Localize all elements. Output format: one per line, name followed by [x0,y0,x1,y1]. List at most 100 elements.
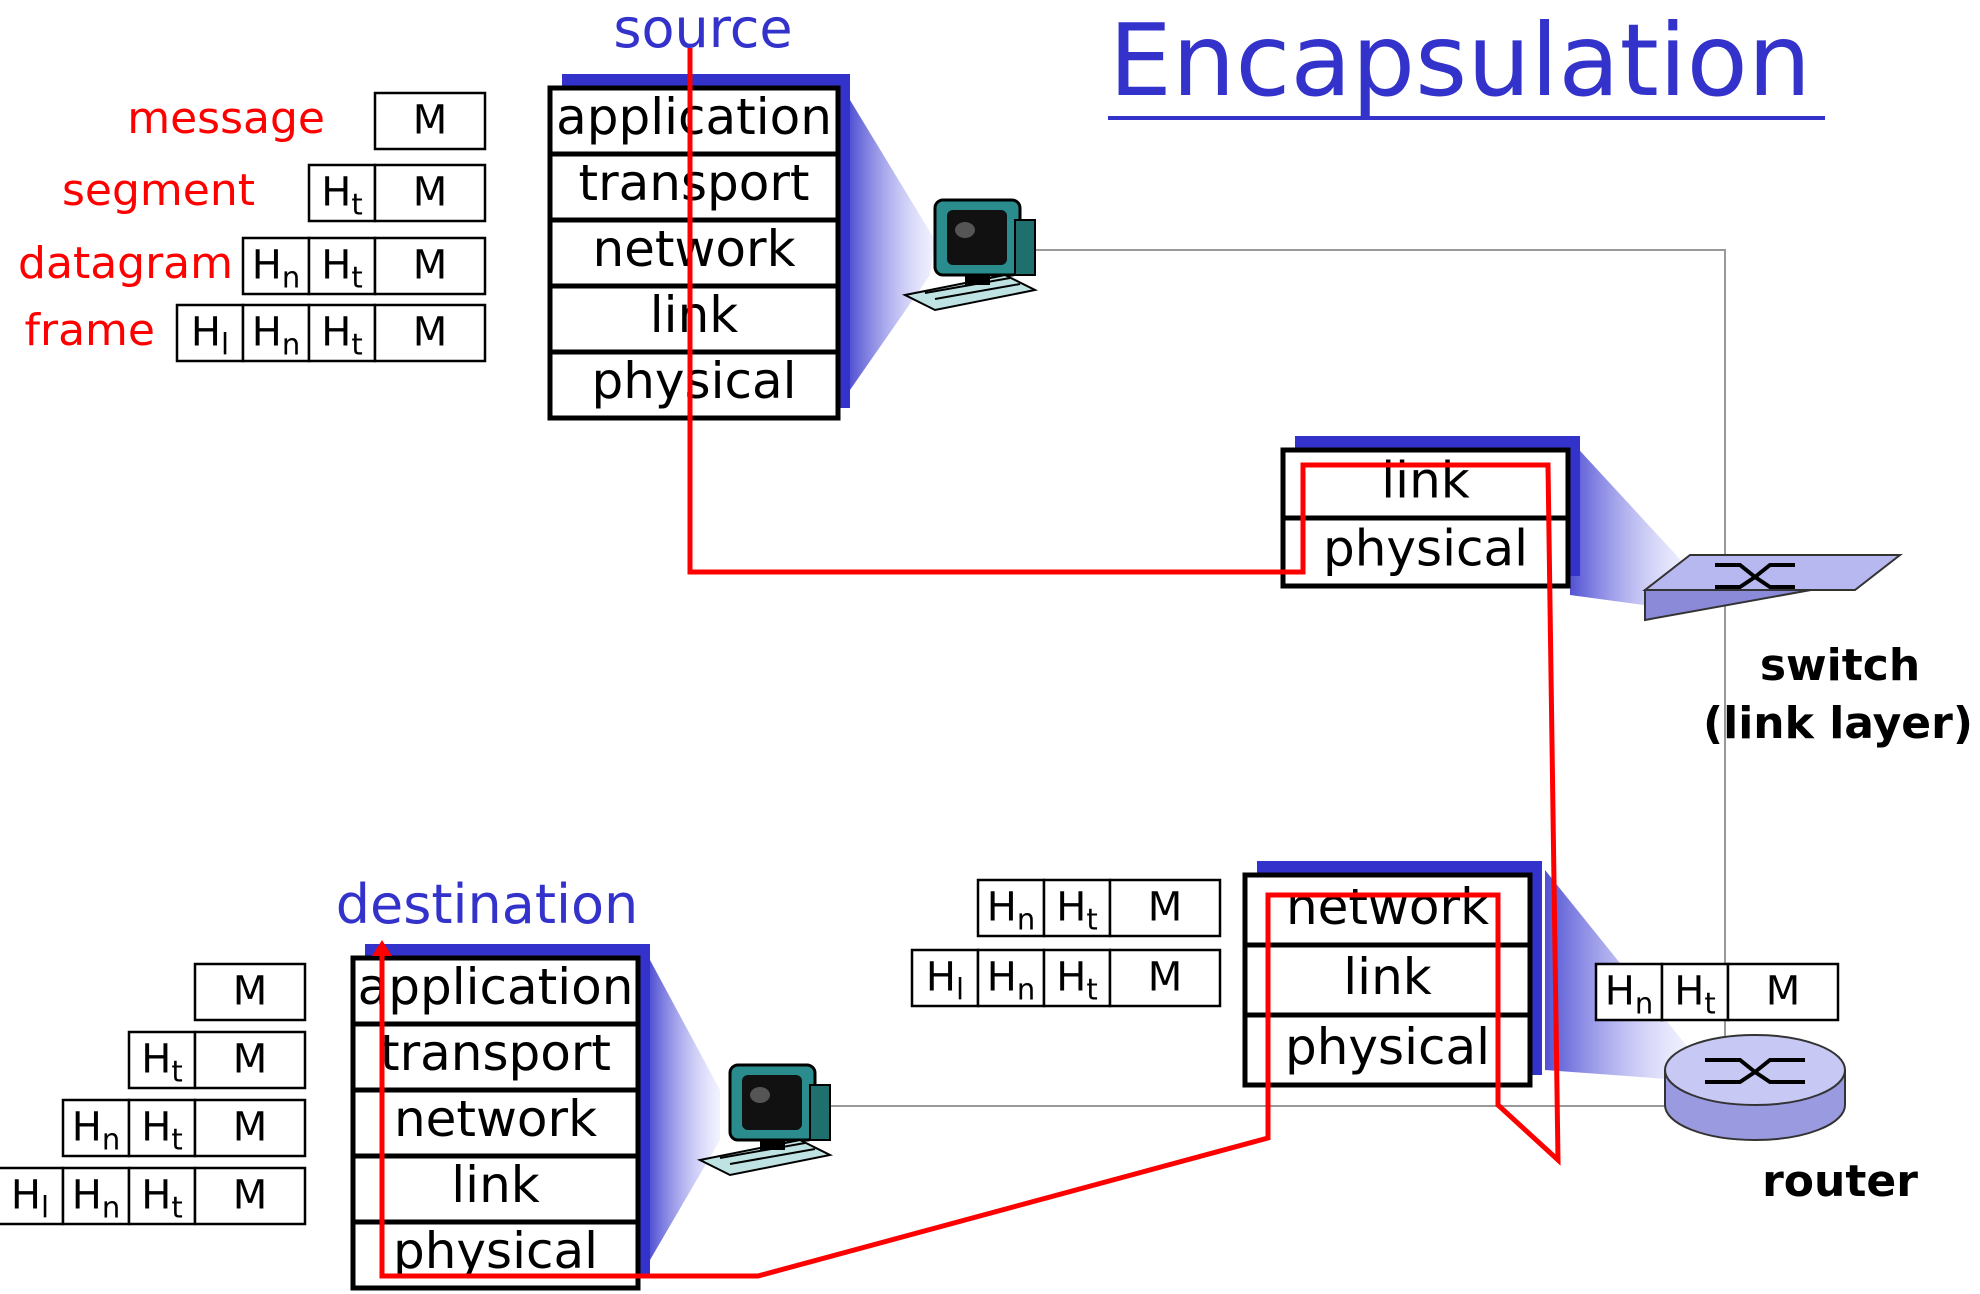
packet-field-label: M [233,1104,268,1150]
packet-field-header [910,948,980,1008]
router-icon [1664,1034,1846,1141]
source-stack-layer-transport [547,151,841,223]
pdu-label-message: message [127,93,325,144]
switch-sublabel: (link layer) [1703,698,1973,749]
packet-field-header [241,303,311,363]
router-stack-layer-link [1242,942,1533,1018]
packet-field-label: M [413,242,448,288]
destination-stack-layer-application [350,955,641,1027]
source-label: source [613,0,792,60]
pdu-label-frame: frame [25,305,155,356]
packet-field-label: M [1148,954,1183,1000]
packet-field-label: M [1766,968,1801,1014]
packet-field-header [1042,878,1112,938]
switch-icon [1642,553,1903,622]
router-label: router [1762,1156,1918,1207]
destination-host-icon [696,1063,834,1177]
packet-field-message [373,303,487,363]
packet-field-message [193,1166,307,1226]
pdu-legend-message: M [373,91,487,151]
packet-field-label: M [233,968,268,1014]
packet-field-message [373,163,487,223]
packet-field-label: Hn [72,1104,120,1156]
packet-field-label: M [233,1036,268,1082]
destination-stack-layer-label: network [394,1090,597,1148]
packet-field-message [1108,878,1222,938]
destination-cone [650,960,720,1260]
destination-stack-layer-link [350,1153,641,1225]
switch-stack-layer-label: physical [1323,520,1528,578]
packet-field-header [127,1098,197,1158]
packet-field-label: Hn [72,1172,120,1224]
protocol-stacks: applicationtransportnetworklinkphysicall… [350,74,1580,1291]
packet-field-header [307,303,377,363]
router-stack-layer-physical [1242,1012,1533,1088]
destination-stack-layer-network [350,1087,641,1159]
page-title: Encapsulation [1109,2,1811,119]
packet-field-header [976,948,1046,1008]
packet-field-header [0,1166,65,1226]
packet-field-message [373,91,487,151]
packet-field-header [61,1098,131,1158]
switch-stack-layer-link [1280,447,1571,521]
pdu-label-datagram: datagram [18,238,233,289]
packet-field-header [1594,962,1664,1022]
packet-field-message [193,962,307,1022]
router-stack-layer-label: link [1343,948,1431,1006]
packet-field-message [193,1030,307,1090]
packet-field-message [1108,948,1222,1008]
packet-field-header [1042,948,1112,1008]
source-stack-layer-application [547,85,841,157]
destination-packet-0: M [193,962,307,1022]
source-stack: application transport network link physical [547,74,850,421]
packet-field-header [61,1166,131,1226]
pdu-legend-segment: Ht M [307,163,487,223]
packet-field-header [127,1030,197,1090]
destination-stack-layer-label: application [358,958,634,1016]
source-stack-layer-label: application [556,88,832,146]
source-stack-layer-physical [547,349,841,421]
switch-label: switch [1760,640,1920,691]
source-stack-layer-label: link [650,286,738,344]
source-cone [850,100,935,390]
pdu-legend: message segment datagram frame [18,93,325,356]
packet-field-label: M [413,309,448,355]
router-stack-layer-label: physical [1285,1018,1490,1076]
packet-field-header [241,236,311,296]
source-host-icon [901,198,1039,312]
source-stack-layer-label: network [592,220,795,278]
packet-field-label: M [413,169,448,215]
destination-stack-layer-label: link [451,1156,539,1214]
data-path-arrowhead [372,940,392,956]
packet-field-message [193,1098,307,1158]
network-links [820,249,1726,1107]
source-stack-layer-network [547,217,841,289]
switch-stack: link physical [1280,436,1580,589]
packet-field-label: M [1148,884,1183,930]
destination-stack-layer-transport [350,1021,641,1093]
destination-label: destination [336,873,639,936]
router-stack-layer-label: network [1286,878,1489,936]
pdu-label-segment: segment [62,165,255,216]
destination-stack-layer-label: physical [393,1222,598,1280]
switch-stack-layer-label: link [1381,452,1469,510]
packet-field-message [1726,962,1840,1022]
switch-stack-layer-physical [1280,515,1571,589]
packet-field-message [373,236,487,296]
source-stack-layer-label: physical [592,352,797,410]
source-stack-layer-label: transport [578,154,809,212]
packet-field-label: Ht [321,169,362,221]
link-source-switch [1035,249,1726,1045]
destination-stack: application transport network link physical [350,944,650,1291]
destination-stack-layer-label: transport [380,1024,611,1082]
